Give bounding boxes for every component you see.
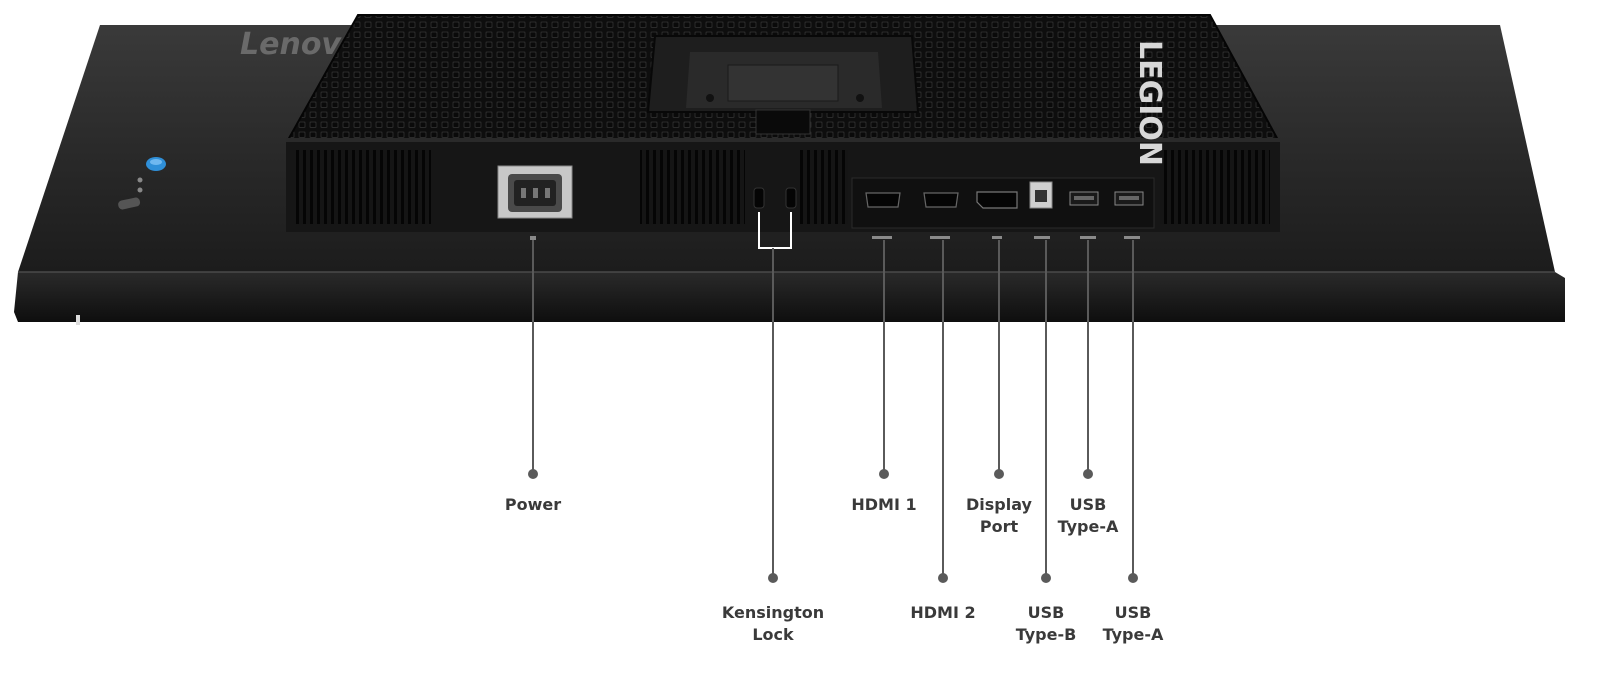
vent-center-left: [640, 150, 745, 224]
hdmi1-port-icon: [865, 192, 901, 208]
legion-logo: LEGION: [1132, 40, 1167, 166]
kensington-bracket: [758, 212, 792, 249]
label-displayport-line: Port: [979, 517, 1019, 536]
label-usb-a1-line: USB: [1069, 495, 1107, 514]
vent-left: [296, 150, 431, 224]
callout-lines: [528, 212, 1138, 583]
callout-dot-hdmi2: [938, 573, 948, 583]
callout-dot-usb-a2: [1128, 573, 1138, 583]
io-panel: [851, 177, 1155, 229]
label-kensington-line: Kensington: [721, 603, 825, 622]
label-power: Power: [505, 494, 561, 516]
menu-button-icon[interactable]: [117, 197, 141, 210]
power-connector: [497, 165, 573, 219]
label-hdmi2-line: HDMI 2: [910, 603, 976, 622]
label-hdmi1: HDMI 1: [851, 494, 916, 516]
label-hdmi1-line: HDMI 1: [851, 495, 917, 514]
label-usb-a2-line: USB: [1114, 603, 1152, 622]
vent-center-right: [800, 150, 848, 224]
label-hdmi2: HDMI 2: [910, 602, 975, 624]
label-usb-a1: USB Type-A: [1058, 494, 1119, 538]
displayport-port-icon: [976, 191, 1018, 209]
callout-dot-kensington: [768, 573, 778, 583]
port-markings: [530, 236, 1140, 240]
label-usb-b: USB Type-B: [1016, 602, 1077, 646]
label-usb-b-line: USB: [1027, 603, 1065, 622]
label-displayport-line: Display: [966, 495, 1032, 514]
callout-dot-usb-b: [1041, 573, 1051, 583]
vesa-mount: [646, 35, 920, 135]
callout-dot-displayport: [994, 469, 1004, 479]
label-usb-a2: USB Type-A: [1103, 602, 1164, 646]
control-buttons: [117, 157, 166, 210]
label-usb-b-line: Type-B: [1015, 625, 1077, 644]
label-power-line: Power: [504, 495, 562, 514]
callout-dot-usb-a1: [1083, 469, 1093, 479]
joystick-dot-icon: [137, 177, 143, 183]
label-kensington-line: Lock: [752, 625, 794, 644]
label-usb-a2-line: Type-A: [1102, 625, 1164, 644]
kensington-slots: [753, 187, 797, 209]
hdmi2-port-icon: [923, 192, 959, 208]
callout-dot-power: [528, 469, 538, 479]
callout-dot-hdmi1: [879, 469, 889, 479]
vent-right: [1160, 150, 1270, 224]
label-usb-a1-line: Type-A: [1057, 517, 1119, 536]
